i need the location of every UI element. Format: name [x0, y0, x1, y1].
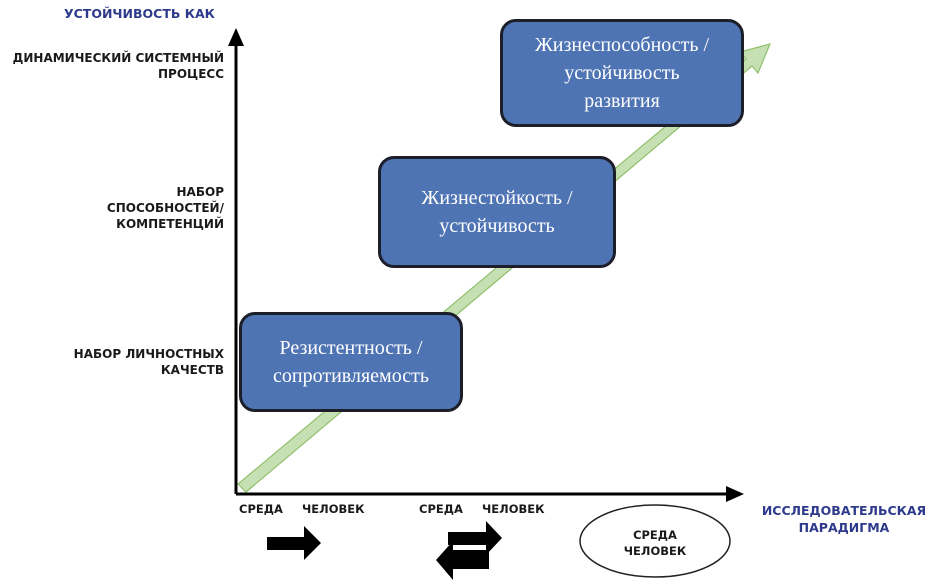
stage-text-line: развития: [584, 90, 660, 112]
y-level-label-personal-qualities: НАБОР ЛИЧНОСТНЫХ КАЧЕСТВ: [74, 346, 224, 378]
x-axis-title: ИССЛЕДОВАТЕЛЬСКАЯ ПАРАДИГМА: [752, 502, 936, 536]
x-axis-arrowhead-icon: [726, 486, 744, 502]
y-level-label-line: КОМПЕТЕНЦИЙ: [116, 217, 224, 231]
paradigm2-environment-label: СРЕДА: [419, 502, 463, 516]
x-axis-title-line: ИССЛЕДОВАТЕЛЬСКАЯ: [761, 503, 927, 518]
stage-box-hardiness: Жизнестойкость / устойчивость: [378, 156, 616, 268]
y-level-label-dynamic-process: ДИНАМИЧЕСКИЙ СИСТЕМНЫЙ ПРОЦЕСС: [13, 50, 224, 82]
paradigm2-person-label: ЧЕЛОВЕК: [482, 502, 545, 516]
one-way-arrow-icon: [267, 526, 321, 560]
paradigm3-unity-label: СРЕДА ЧЕЛОВЕК: [615, 527, 695, 559]
y-level-label-line: НАБОР: [176, 185, 224, 199]
stage-box-resistance: Резистентность / сопротивляемость: [239, 312, 463, 412]
y-level-label-line: ДИНАМИЧЕСКИЙ СИСТЕМНЫЙ: [12, 51, 224, 65]
paradigm1-environment-label: СРЕДА: [239, 502, 283, 516]
stage-text-line: устойчивость: [439, 215, 555, 237]
y-level-label-line: КАЧЕСТВ: [160, 363, 224, 377]
y-level-label-line: СПОСОБНОСТЕЙ/: [106, 201, 224, 215]
stage-box-viability: Жизнеспособность / устойчивость развития: [500, 19, 744, 127]
y-axis-title: УСТОЙЧИВОСТЬ КАК: [64, 6, 215, 21]
stage-text-line: устойчивость: [564, 62, 680, 84]
right-arrow-icon: [448, 521, 502, 555]
stage-text-line: сопротивляемость: [273, 365, 429, 387]
paradigm1-person-label: ЧЕЛОВЕК: [302, 502, 365, 516]
left-arrow-icon: [436, 541, 489, 580]
unity-ellipse: [579, 504, 731, 578]
stage-text-line: Жизнестойкость /: [421, 187, 573, 209]
paradigm3-line: СРЕДА: [633, 528, 677, 542]
y-level-label-line: ПРОЦЕСС: [158, 67, 224, 81]
y-level-label-competences: НАБОР СПОСОБНОСТЕЙ/ КОМПЕТЕНЦИЙ: [107, 184, 224, 232]
stage-text-line: Жизнеспособность /: [534, 34, 710, 56]
x-axis-title-line: ПАРАДИГМА: [798, 520, 890, 535]
paradigm3-line: ЧЕЛОВЕК: [623, 544, 687, 558]
y-level-label-line: НАБОР ЛИЧНОСТНЫХ: [73, 347, 224, 361]
y-axis-arrowhead-icon: [228, 28, 244, 46]
stage-text-line: Резистентность /: [279, 337, 423, 359]
